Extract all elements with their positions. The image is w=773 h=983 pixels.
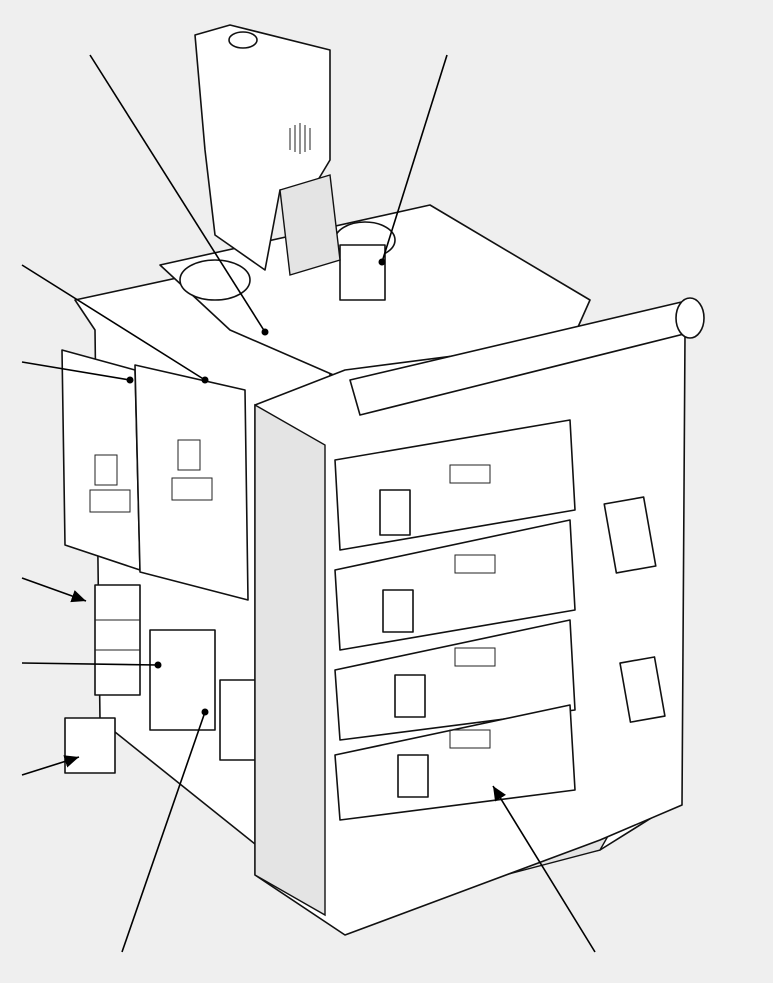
- drawer-2-handle: [382, 589, 414, 633]
- vent-slots: [289, 123, 311, 154]
- drawers: [334, 419, 576, 821]
- leader-line-5: [21, 577, 87, 603]
- panel-label-2: [177, 439, 201, 471]
- leader-dot-4: [126, 376, 134, 384]
- drawer-4-handle: [397, 754, 429, 798]
- drawer-1-handle: [379, 489, 411, 536]
- left-panel-front: [134, 364, 249, 601]
- relay-block: [94, 584, 141, 696]
- panel-label-1: [94, 454, 118, 486]
- leader-dot-3: [201, 376, 209, 384]
- motor-cylinder: [179, 259, 251, 301]
- panel-label-4: [171, 477, 213, 501]
- right-side-plate: [603, 496, 657, 574]
- top-block: [339, 244, 386, 301]
- leader-line-2: [381, 54, 448, 263]
- leader-dot-6: [154, 661, 162, 669]
- leader-line-1: [89, 54, 266, 333]
- panel-label-3: [89, 489, 131, 513]
- drawer-4: [334, 704, 576, 821]
- callout-leaders: [21, 54, 596, 953]
- leader-line-8: [121, 711, 206, 953]
- bar-end-cap: [675, 297, 705, 339]
- leader-dot-8: [201, 708, 209, 716]
- terminal-connector: [64, 717, 116, 774]
- front-frame-left-post: [254, 403, 326, 917]
- leader-line-9: [492, 785, 596, 953]
- leader-line-7: [21, 755, 80, 776]
- column-side: [279, 174, 341, 276]
- leader-line-3: [21, 264, 206, 381]
- right-side-plate-2: [619, 656, 666, 723]
- leader-line-6: [21, 662, 159, 666]
- leader-dot-1: [261, 328, 269, 336]
- drawer-3-handle: [394, 674, 426, 718]
- column-top-hole: [228, 31, 258, 49]
- leader-dot-2: [378, 258, 386, 266]
- leader-line-4: [21, 361, 131, 381]
